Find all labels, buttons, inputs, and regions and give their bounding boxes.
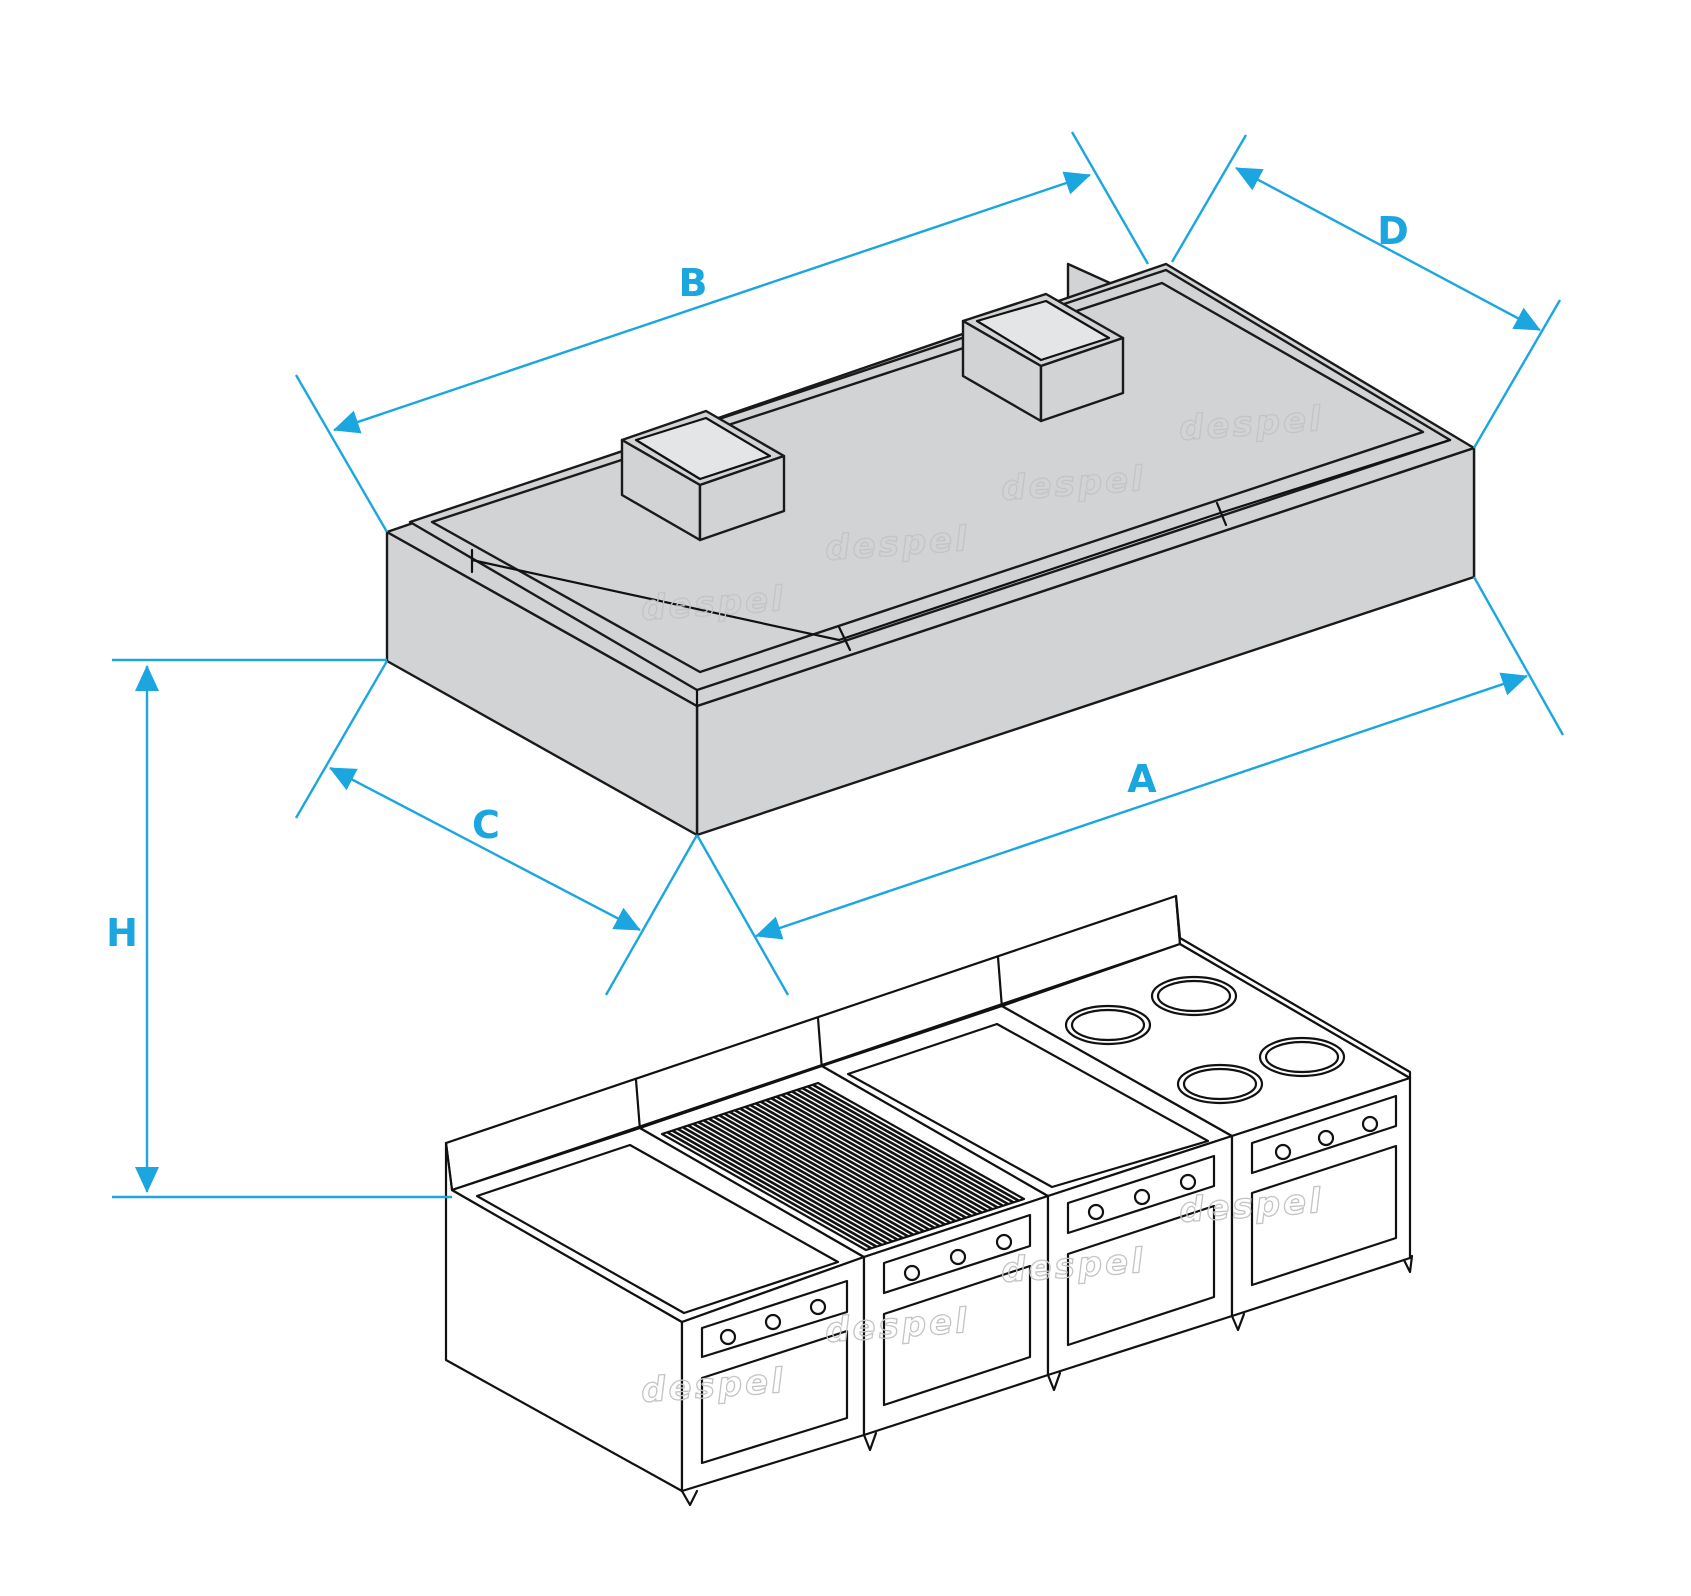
dimension-label-h: H [106,911,138,955]
collar-right [698,454,786,542]
grill-rib [775,1095,983,1214]
grill-rib [697,1120,904,1240]
grill-rib [796,1088,1004,1207]
extension-line [1472,299,1562,449]
grill-rib [671,1129,878,1248]
knob-icon [1274,1143,1292,1161]
hood-rail [470,438,1452,642]
grill-rib [786,1092,994,1211]
extension-line [604,834,699,996]
unit-solid-top [820,1004,1234,1392]
dimension-annotations: B D C A H [106,131,1565,1199]
backsplash-joint-3 [996,955,1004,1010]
grill-rib [801,1086,1009,1206]
dimension-label-c: C [472,803,500,847]
grill-rib [692,1122,899,1241]
unit-hotplate-range [1000,894,1414,1332]
dimension-line-b [333,171,1091,434]
hotplate-icon [1258,1036,1346,1078]
dimension-line-a [755,672,1528,940]
knob-icon [1361,1115,1379,1133]
grill-rib [728,1110,936,1230]
knob-icon [995,1233,1013,1251]
leg [1046,1371,1062,1392]
knob-icon [1133,1188,1151,1206]
grill-rib [770,1097,978,1216]
leg [862,1431,878,1452]
grill-rib [723,1112,930,1231]
leg [680,1489,699,1507]
leg [1402,1254,1414,1274]
backsplash-joint-2 [816,1016,824,1072]
knob-icon [809,1298,827,1316]
griddle-plate [475,1143,840,1315]
grill-rib [791,1090,999,1209]
dimension-label-b: B [679,261,708,305]
dimension-line-d [1235,166,1541,332]
range-control-panel [1250,1094,1398,1175]
extension-line [1070,131,1150,265]
griddle-control-panel [700,1279,849,1359]
grill-rib [806,1085,1015,1204]
dimension-label-a: A [1127,757,1157,801]
range-door [1250,1144,1398,1287]
range-front [1230,1076,1412,1318]
knob-icon [1317,1129,1335,1147]
grill-rib [812,1083,1020,1202]
extraction-hood [385,262,1476,837]
unit-griddle [450,1126,866,1507]
dimension-line-c [329,766,641,932]
leg [1230,1312,1246,1332]
grill-rib [687,1124,893,1243]
hotplate-ring [1070,1008,1146,1042]
hotplate-icon [1176,1063,1264,1105]
hotplate-ring [1182,1067,1258,1101]
knob-icon [1179,1173,1197,1191]
extension-line [1170,134,1248,263]
unit-ribbed-grill [638,1064,1050,1452]
backsplash-joint-1 [634,1078,642,1132]
hotplate-ring [1156,979,1232,1013]
knob-icon [719,1328,737,1346]
grill-rib [760,1100,967,1219]
grill-rib [713,1115,920,1235]
knob-icon [1087,1203,1105,1221]
grill-rib [708,1117,915,1236]
grill-rib [702,1119,909,1238]
solid-control-panel [1066,1154,1216,1235]
grill-rib [666,1131,872,1250]
cooking-line [444,894,1414,1507]
grill-rib [780,1093,988,1213]
solid-door [1066,1204,1216,1347]
knob-icon [764,1313,782,1331]
hotplate-icon [1150,975,1238,1017]
grill-control-panel [882,1213,1032,1295]
grill-rib [676,1127,883,1247]
knob-icon [903,1264,921,1282]
grill-rib [765,1098,972,1218]
extension-line [695,834,790,996]
grill-rib [682,1126,888,1245]
grill-rib [739,1107,946,1226]
grill-rib [754,1102,962,1221]
griddle-door [700,1329,849,1465]
solid-plate [846,1022,1210,1189]
grill-rib [744,1105,951,1224]
grill-rib [734,1109,941,1228]
hotplate-icon [1064,1004,1152,1046]
extension-line [1472,576,1565,736]
grill-rib [718,1114,925,1233]
extension-line [294,374,389,533]
extension-line [294,660,389,819]
knob-icon [949,1248,967,1266]
seam-3 [1215,501,1228,527]
dimension-label-d: D [1377,209,1409,253]
grill-ribs [666,1083,1020,1250]
hotplate-ring [1264,1040,1340,1074]
grill-door [882,1264,1032,1407]
grill-rib [749,1103,957,1223]
